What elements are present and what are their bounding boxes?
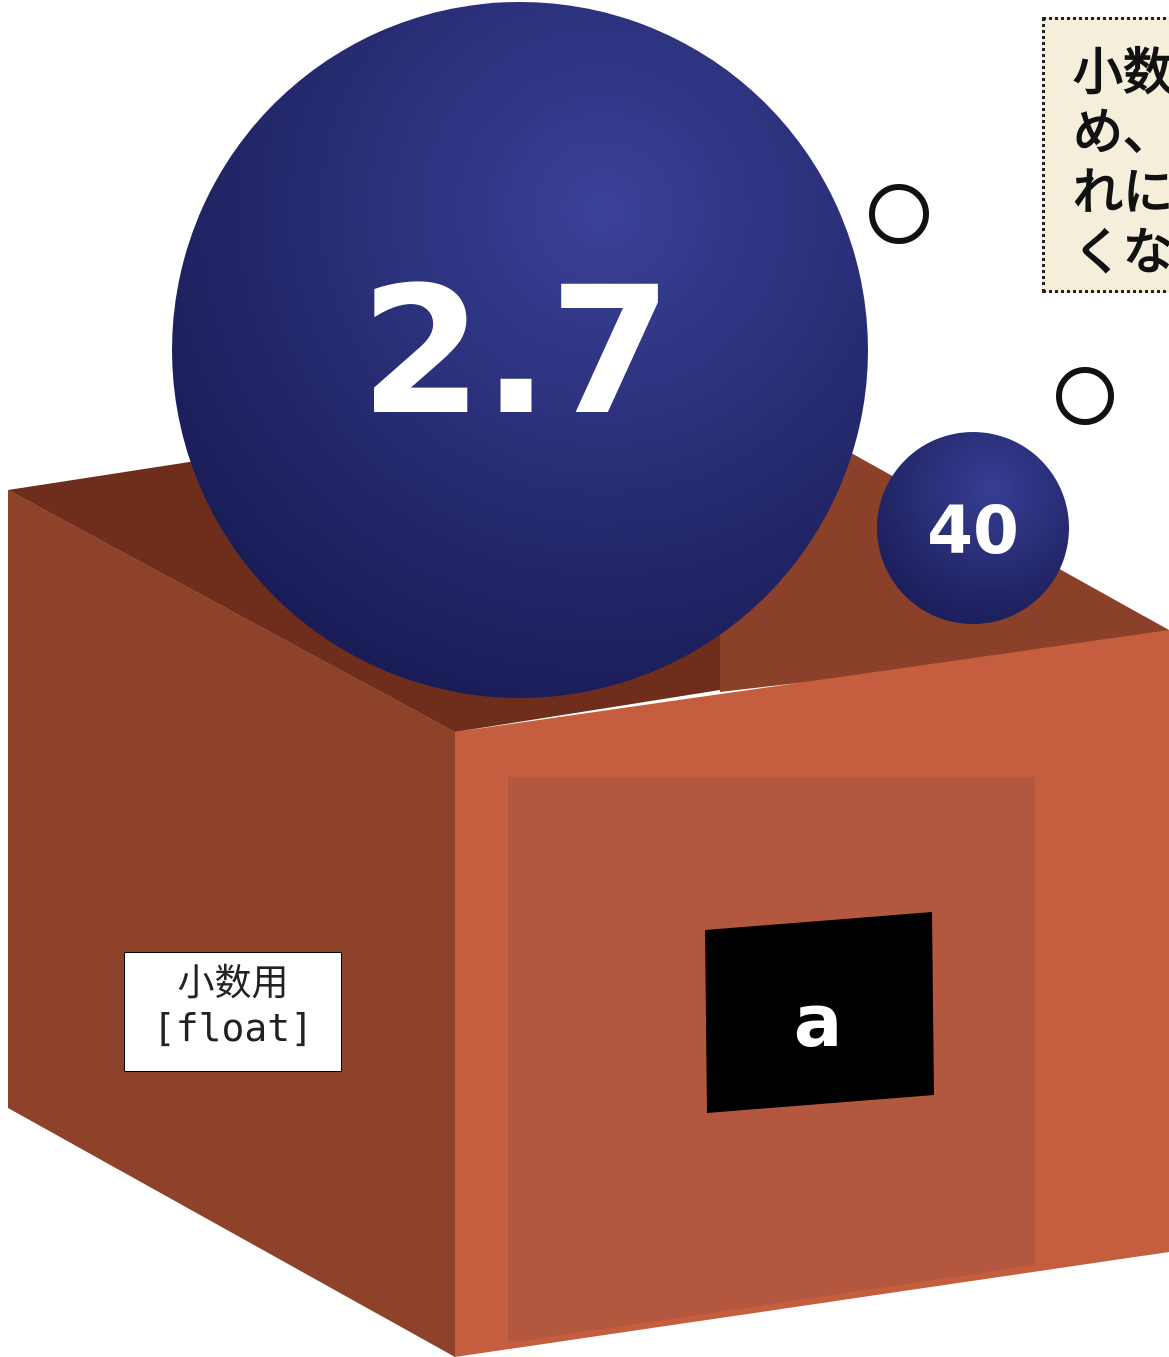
thought-dot-upper xyxy=(869,184,929,244)
big-ball-label: 2.7 xyxy=(360,249,672,454)
name-tag: a xyxy=(705,912,934,1113)
thought-bubble: 小数 め、 れに くな xyxy=(1042,17,1169,293)
small-ball: 40 xyxy=(877,432,1069,624)
box-left-side xyxy=(8,490,455,1357)
thought-dot-lower xyxy=(1056,367,1114,425)
big-ball: 2.7 xyxy=(172,2,868,698)
type-label-code: [float] xyxy=(152,1006,314,1050)
type-label-japanese: 小数用 xyxy=(177,961,289,1004)
small-ball-label: 40 xyxy=(927,492,1019,569)
name-tag-label: a xyxy=(794,979,843,1063)
type-label: 小数用 [float] xyxy=(124,952,342,1072)
thought-bubble-text: 小数 め、 れに くな xyxy=(1073,43,1169,281)
